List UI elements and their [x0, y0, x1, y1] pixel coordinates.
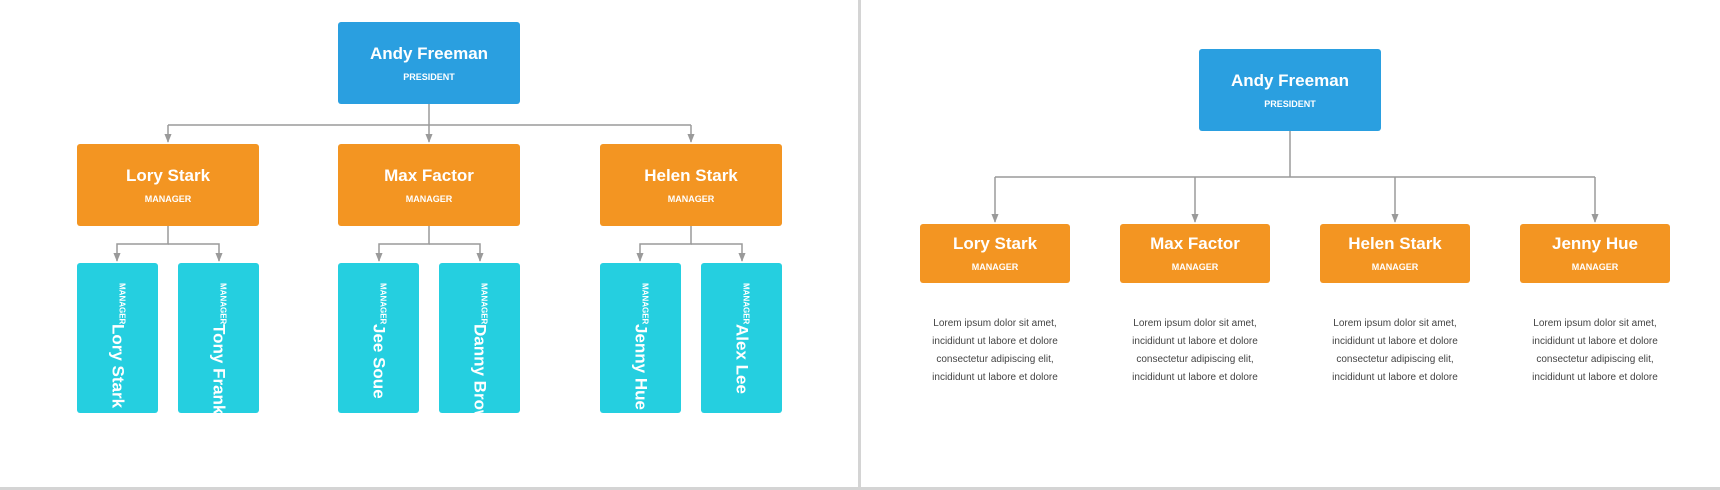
report-box-danny-brown: Danny Brown MANAGER: [439, 263, 520, 434]
manager-name: Lory Stark: [125, 165, 211, 185]
manager-description: Lorem ipsum dolor sit amet, incididunt u…: [915, 315, 1075, 387]
description-line: consectetur adipiscing elit,: [1536, 354, 1654, 365]
report-role: MANAGER: [640, 283, 650, 325]
manager-role: MANAGER: [1171, 262, 1219, 272]
manager-role: MANAGER: [144, 193, 192, 204]
manager-box-helen-stark: Helen Stark MANAGER: [600, 144, 782, 226]
report-box-lory-stark: Lory Stark MANAGER: [77, 263, 158, 413]
report-box-jee-soue: Jee Soue MANAGER: [338, 263, 419, 413]
org-chart-slide-2: Andy Freeman PRESIDENT Lory Stark MANAGE…: [861, 0, 1720, 487]
report-box-tony-frank: Tony Frank MANAGER: [178, 263, 259, 415]
description-line: incididunt ut labore et dolore: [932, 372, 1058, 383]
report-name: Danny Brown: [470, 324, 490, 434]
report-name: Lory Stark: [108, 324, 128, 409]
connector-to-report: [375, 226, 430, 262]
description-line: incididunt ut labore et dolore: [1532, 336, 1658, 347]
connector-to-report: [691, 243, 746, 262]
manager-box-jenny-hue: Jenny Hue MANAGER: [1520, 224, 1670, 283]
description-line: Lorem ipsum dolor sit amet,: [1133, 318, 1257, 329]
manager-name: Lory Stark: [952, 234, 1038, 253]
manager-box-lory-stark: Lory Stark MANAGER: [920, 224, 1070, 283]
description-line: incididunt ut labore et dolore: [1332, 336, 1458, 347]
manager-name: Max Factor: [1150, 234, 1240, 253]
report-name: Alex Lee: [732, 324, 752, 395]
report-role: MANAGER: [741, 283, 751, 325]
description-line: incididunt ut labore et dolore: [1132, 372, 1258, 383]
manager-name: Max Factor: [384, 165, 474, 185]
manager-name: Helen Stark: [1348, 234, 1442, 253]
description-line: consectetur adipiscing elit,: [1336, 354, 1454, 365]
manager-role: MANAGER: [667, 193, 715, 204]
description-line: incididunt ut labore et dolore: [1132, 336, 1258, 347]
description-line: consectetur adipiscing elit,: [1136, 354, 1254, 365]
description-line: Lorem ipsum dolor sit amet,: [1533, 318, 1657, 329]
manager-box-max-factor: Max Factor MANAGER: [338, 144, 520, 226]
description-line: incididunt ut labore et dolore: [1532, 372, 1658, 383]
report-box-alex-lee: Alex Lee MANAGER: [701, 263, 782, 413]
org-chart-slide-1: Andy Freeman PRESIDENT Lory Stark MANAGE…: [0, 0, 858, 487]
manager-box-max-factor: Max Factor MANAGER: [1120, 224, 1270, 283]
report-box-jenny-hue: Jenny Hue MANAGER: [600, 263, 681, 413]
connector-lines: [991, 131, 1599, 223]
manager-description: Lorem ipsum dolor sit amet, incididunt u…: [1115, 315, 1275, 387]
connector-to-report: [429, 243, 484, 262]
description-line: Lorem ipsum dolor sit amet,: [933, 318, 1057, 329]
connector-to-report: [168, 243, 223, 262]
manager-role: MANAGER: [405, 193, 453, 204]
manager-role: MANAGER: [1571, 262, 1619, 272]
president-role: PRESIDENT: [403, 71, 455, 82]
report-role: MANAGER: [117, 283, 127, 325]
manager-role: MANAGER: [1371, 262, 1419, 272]
report-role: MANAGER: [378, 283, 388, 325]
president-name: Andy Freeman: [369, 43, 489, 63]
report-name: Tony Frank: [209, 324, 229, 415]
manager-box-lory-stark: Lory Stark MANAGER: [77, 144, 259, 226]
description-line: consectetur adipiscing elit,: [936, 354, 1054, 365]
manager-role: MANAGER: [971, 262, 1019, 272]
manager-box-helen-stark: Helen Stark MANAGER: [1320, 224, 1470, 283]
report-role: MANAGER: [479, 283, 489, 325]
description-line: incididunt ut labore et dolore: [932, 336, 1058, 347]
president-box: Andy Freeman PRESIDENT: [1199, 49, 1381, 131]
report-name: Jenny Hue: [631, 324, 651, 411]
manager-description: Lorem ipsum dolor sit amet, incididunt u…: [1315, 315, 1475, 387]
report-role: MANAGER: [218, 283, 228, 325]
president-name: Andy Freeman: [1230, 70, 1350, 90]
president-box: Andy Freeman PRESIDENT: [338, 22, 520, 104]
description-line: Lorem ipsum dolor sit amet,: [1333, 318, 1457, 329]
manager-name: Jenny Hue: [1552, 234, 1638, 253]
president-role: PRESIDENT: [1264, 98, 1316, 109]
connector-to-report: [636, 226, 692, 262]
connector-lines: [113, 104, 746, 262]
manager-name: Helen Stark: [644, 165, 738, 185]
manager-description: Lorem ipsum dolor sit amet, incididunt u…: [1515, 315, 1675, 387]
report-name: Jee Soue: [369, 324, 389, 399]
description-line: incididunt ut labore et dolore: [1332, 372, 1458, 383]
connector-to-report: [113, 226, 169, 262]
